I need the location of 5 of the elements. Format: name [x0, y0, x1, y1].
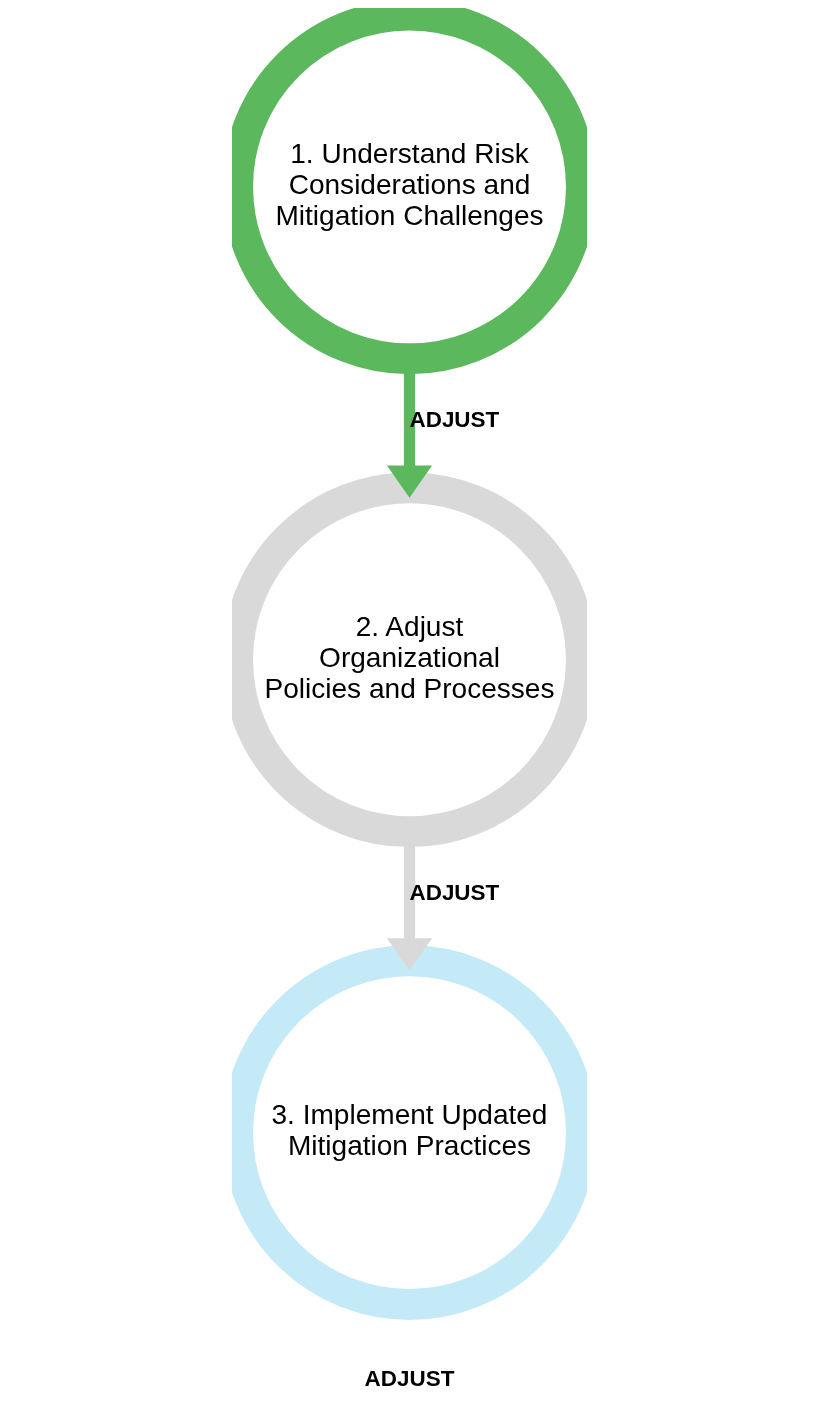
node-circle: 1. Understand Risk Considerations and Mitigation Challenges [232, 8, 587, 375]
node-circle: 3. Implement Updated Mitigation Practices [232, 945, 587, 1320]
node-circle: 2. Adjust Organizational Policies and Processes [232, 472, 587, 848]
edge-label: ADJUST [409, 880, 500, 906]
label: ADJUST [364, 1365, 455, 1391]
